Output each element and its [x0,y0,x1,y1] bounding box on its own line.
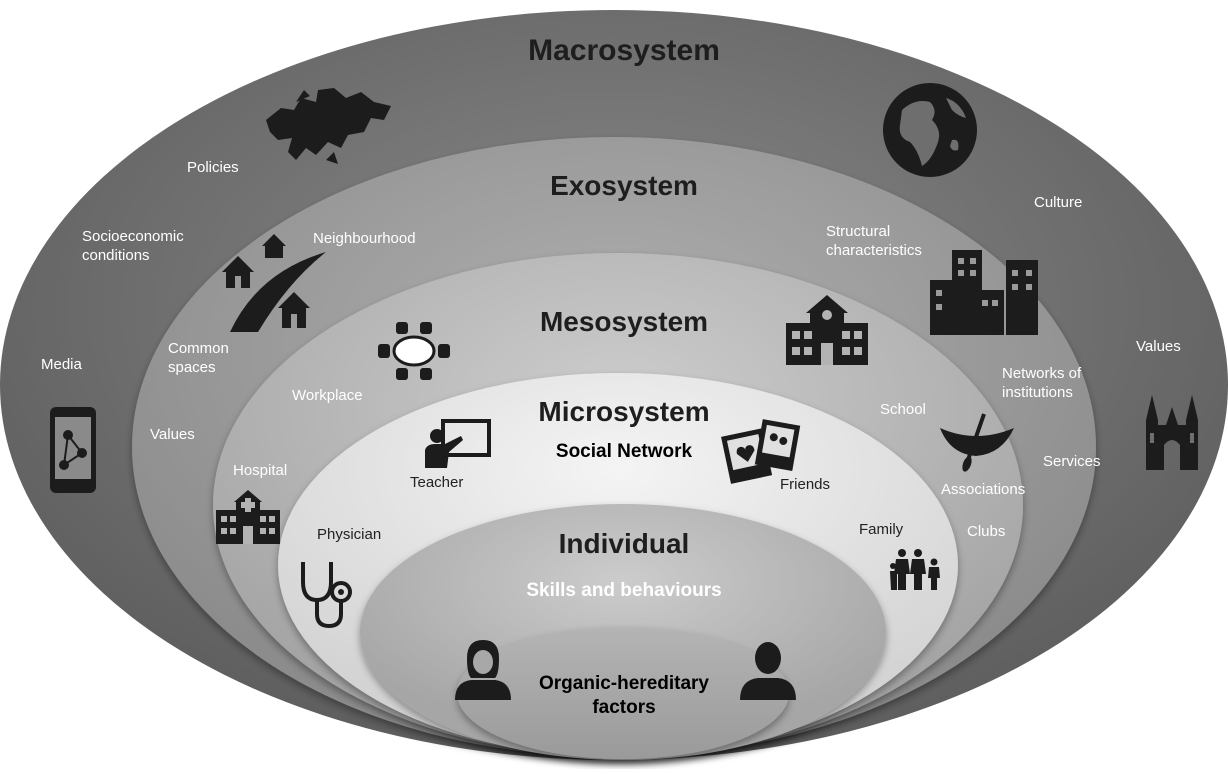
houses-road-icon [218,232,333,332]
social-network-subtitle: Social Network [555,441,693,462]
common-spaces-label: Common spaces [168,340,229,376]
family-label: Family [859,521,904,538]
individual-title: Individual [558,528,690,559]
friends-label: Friends [780,476,831,493]
cathedral-icon [1140,385,1205,470]
family-icon [890,548,946,590]
clubs-label: Clubs [967,523,1006,540]
stethoscope-icon [297,560,355,630]
macrosystem-title: Macrosystem [528,34,720,67]
culture-label: Culture [1034,194,1083,211]
smartphone-network-icon [48,405,98,495]
policies-label: Policies [187,159,239,176]
physician-label: Physician [317,526,382,543]
school-label: School [880,401,926,418]
socioeconomic-label: Socioeconomic conditions [82,228,184,264]
woman-avatar-icon [455,640,511,700]
globe-icon [880,80,980,180]
structural-label: Structural characteristics [826,223,922,259]
hospital-icon [216,490,280,544]
city-buildings-icon [930,250,1038,335]
workplace-label: Workplace [292,387,363,404]
media-label: Media [41,356,82,373]
man-avatar-icon [740,640,796,700]
photo-frames-icon [721,418,801,486]
teacher-label: Teacher [410,474,464,491]
values-exo-label: Values [150,426,195,443]
meeting-table-icon [378,322,450,380]
values-macro-label: Values [1136,338,1181,355]
hospital-label: Hospital [233,462,288,479]
presentation-teacher-icon [425,418,493,468]
core-layer [457,627,789,759]
skills-subtitle: Skills and behaviours [526,580,722,601]
microsystem-title: Microsystem [538,396,710,427]
core-label: Organic-hereditary factors [539,673,709,718]
mesosystem-title: Mesosystem [539,306,709,337]
networks-label: Networks of institutions [1002,365,1082,401]
neighbourhood-label: Neighbourhood [313,230,416,247]
exosystem-title: Exosystem [550,170,698,201]
school-building-icon [786,295,868,365]
europe-map-icon [256,80,396,170]
services-label: Services [1043,453,1101,470]
associations-label: Associations [941,481,1026,498]
canoe-paddle-icon [940,413,1014,472]
